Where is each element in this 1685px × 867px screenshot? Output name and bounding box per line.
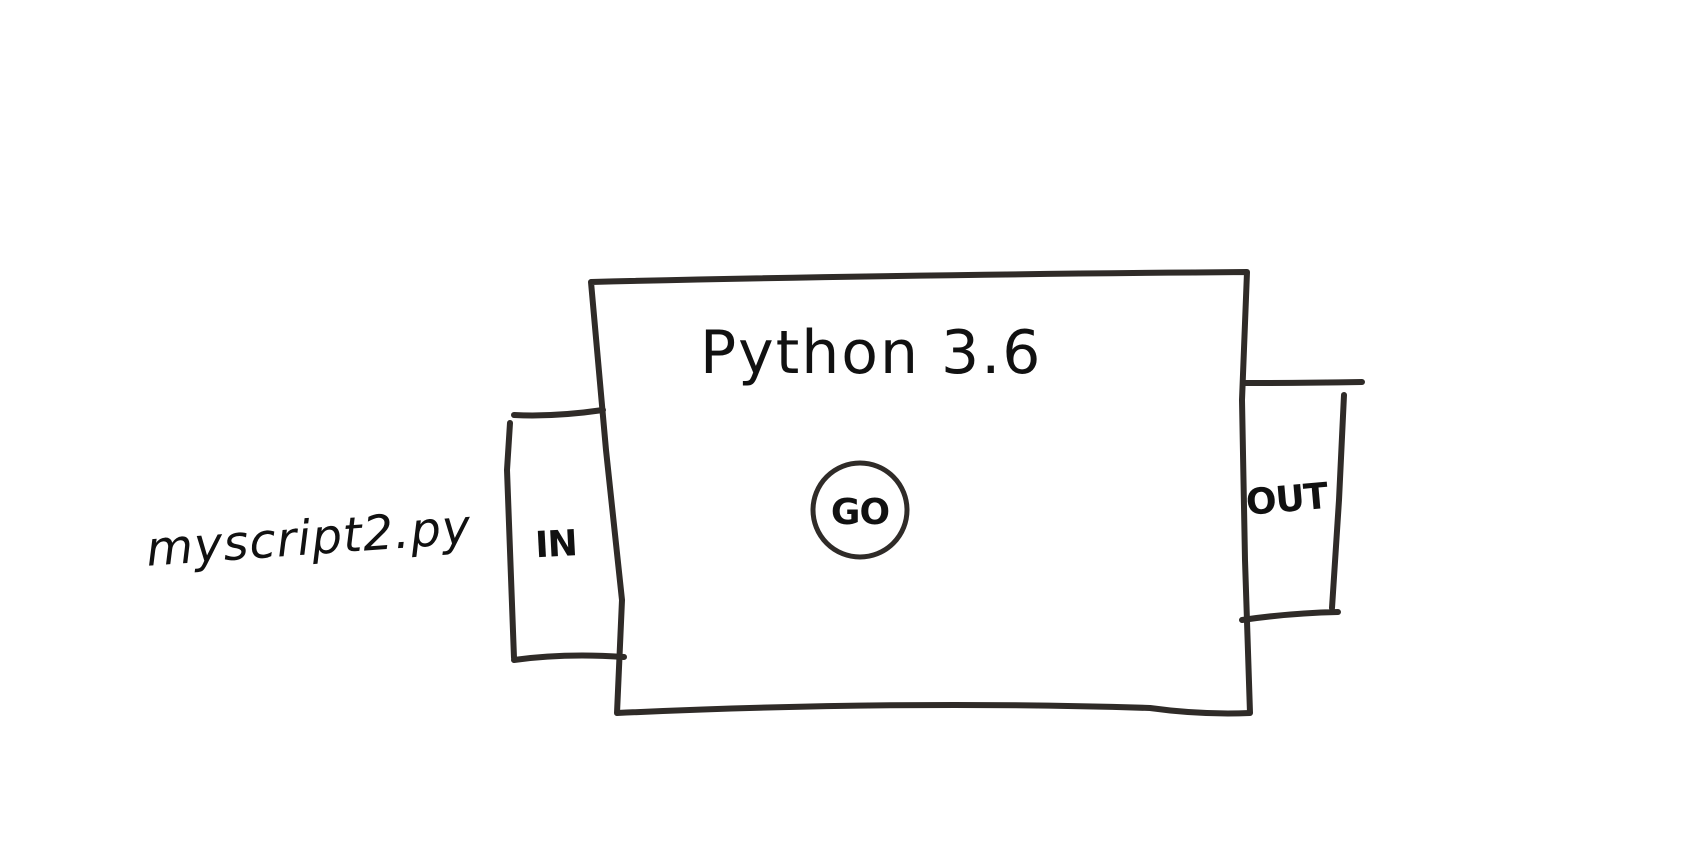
machine-title: Python 3.6 — [700, 318, 1042, 388]
input-slot: IN — [504, 407, 627, 663]
go-button[interactable]: GO — [810, 460, 910, 560]
output-slot: OUT — [1239, 379, 1365, 623]
output-label: OUT — [1244, 476, 1330, 524]
input-label: IN — [534, 523, 578, 566]
output-slot-frame — [1239, 379, 1365, 623]
machine-box — [588, 269, 1253, 717]
go-button-label: GO — [831, 492, 889, 533]
circle-button-icon — [810, 460, 910, 560]
input-slot-frame — [504, 407, 627, 663]
input-file-name: myscript2.py — [144, 499, 473, 578]
